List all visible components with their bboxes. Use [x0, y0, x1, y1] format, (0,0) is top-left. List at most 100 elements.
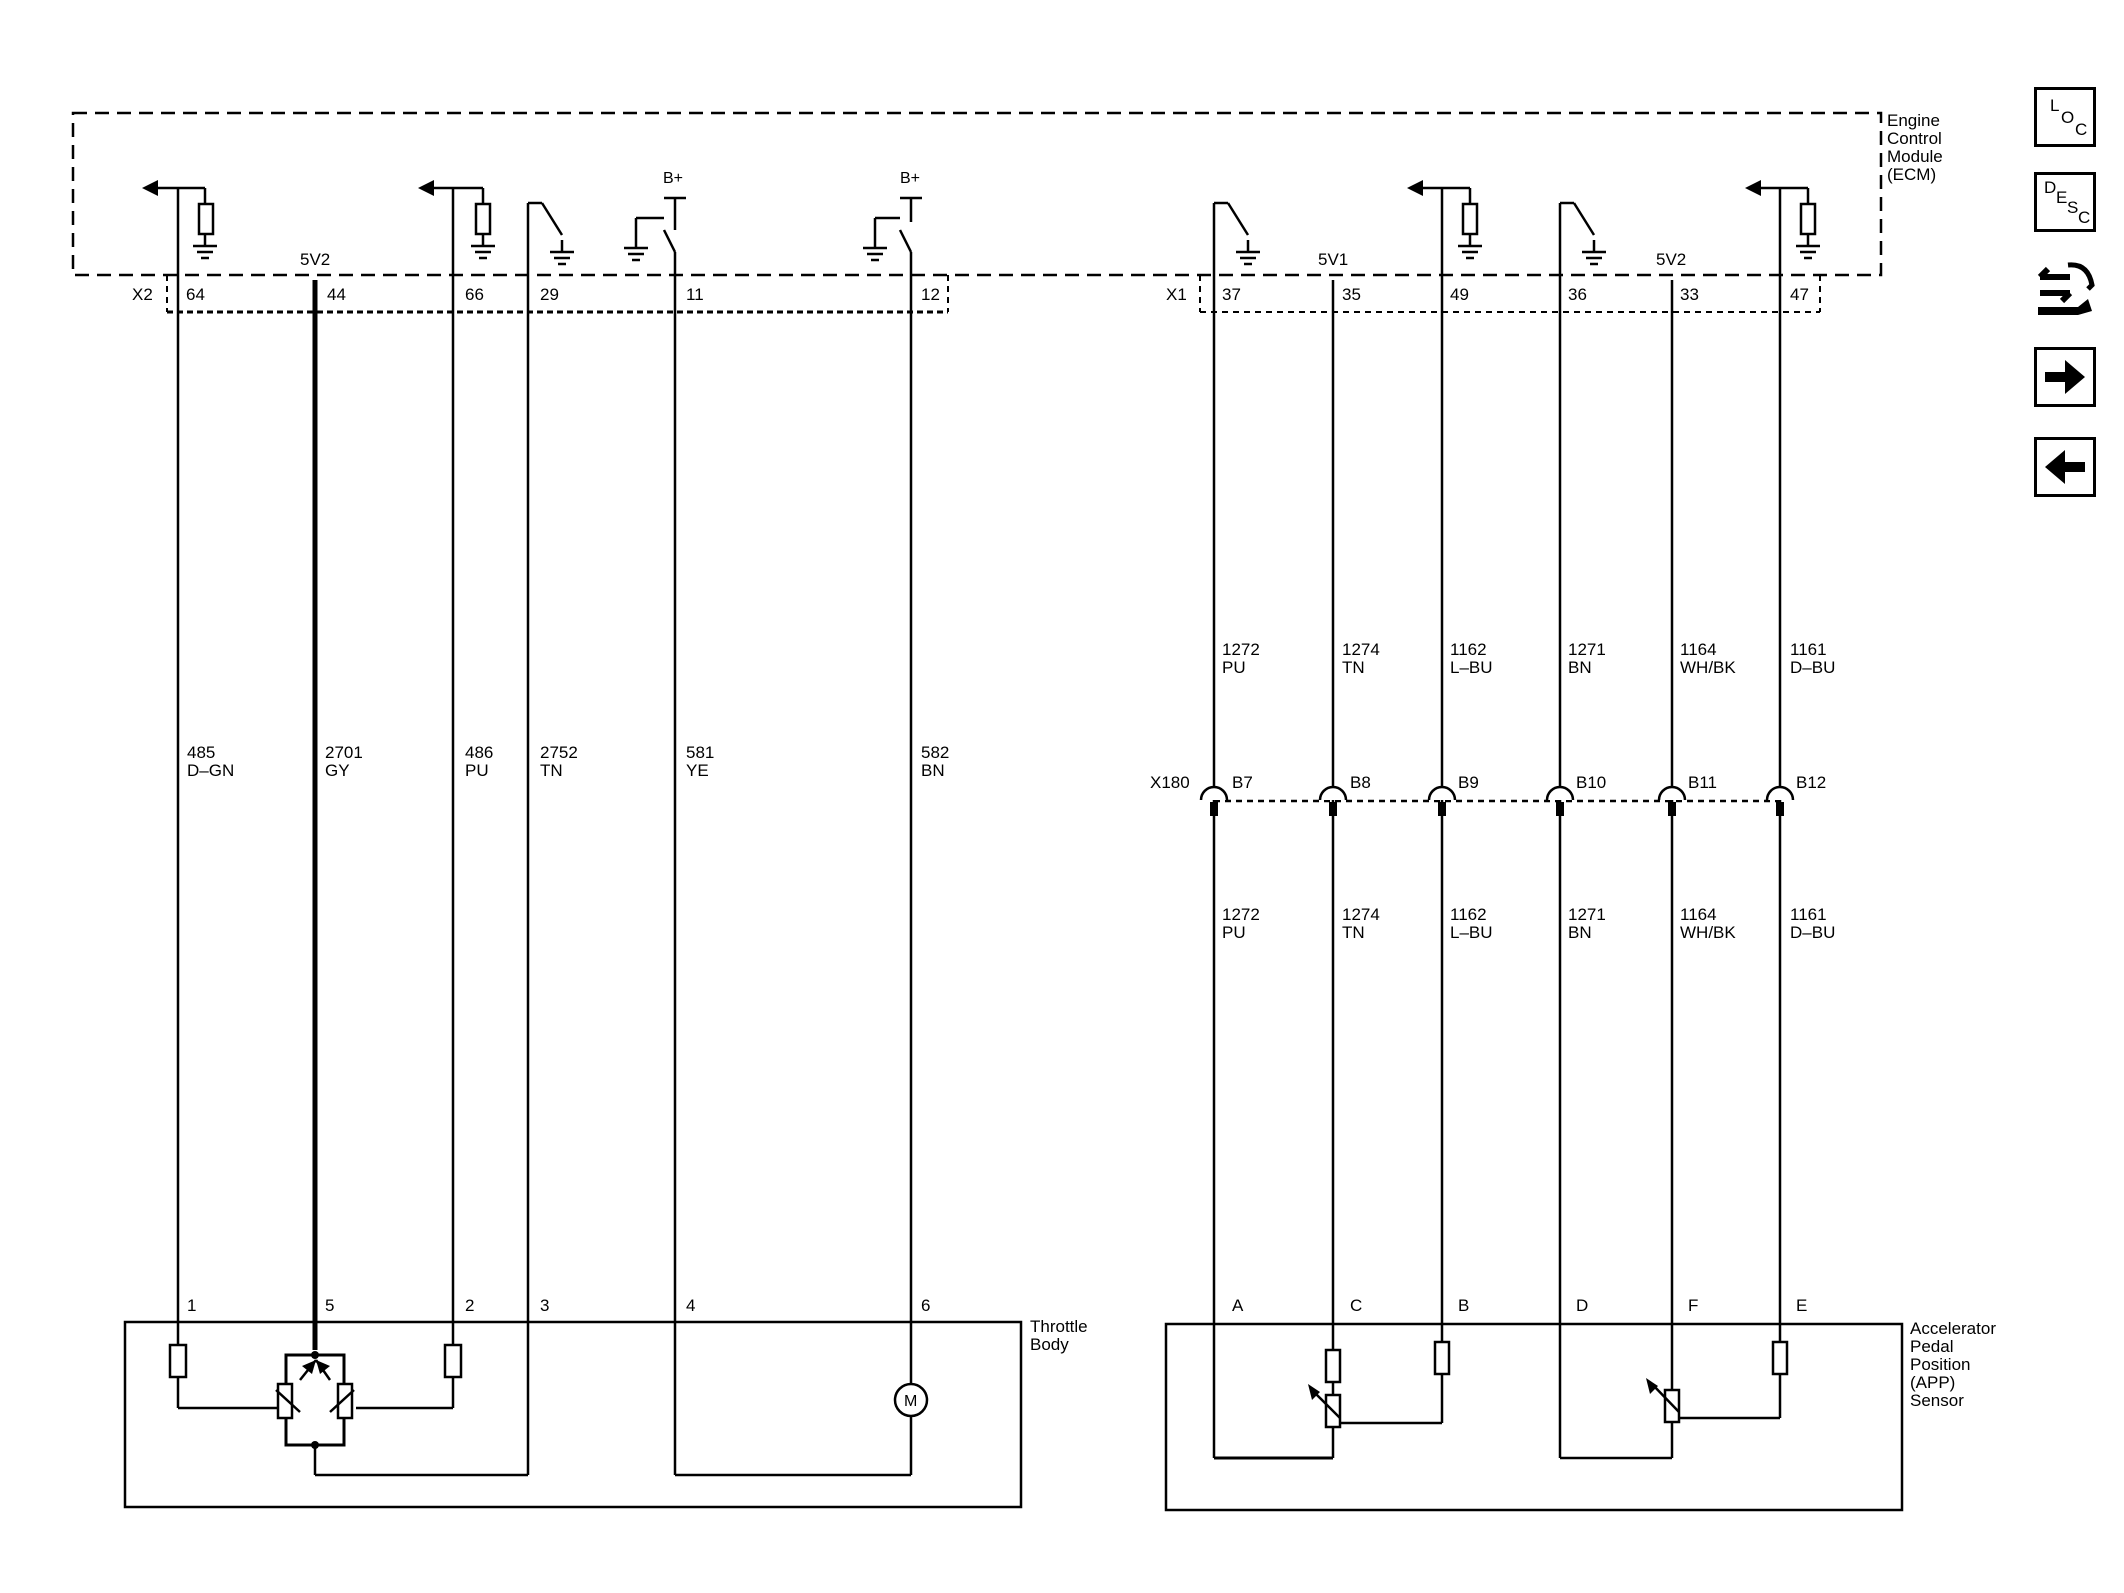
- svg-text:4: 4: [686, 1296, 695, 1315]
- svg-text:1162: 1162: [1450, 640, 1487, 659]
- svg-text:C: C: [1350, 1296, 1362, 1315]
- svg-text:64: 64: [186, 285, 205, 304]
- desc-d: D: [2044, 178, 2057, 197]
- svg-text:1272: 1272: [1222, 640, 1260, 659]
- svg-text:D: D: [1576, 1296, 1588, 1315]
- connector-x2: X2 64 44 66 29 11 12: [132, 275, 949, 314]
- svg-text:Throttle: Throttle: [1030, 1317, 1088, 1336]
- svg-text:1272: 1272: [1222, 905, 1260, 924]
- svg-text:5: 5: [325, 1296, 334, 1315]
- svg-text:29: 29: [540, 285, 559, 304]
- arrow-left-icon: [2045, 450, 2085, 484]
- svg-text:1271: 1271: [1568, 640, 1606, 659]
- svg-text:A: A: [1232, 1296, 1244, 1315]
- svg-text:PU: PU: [1222, 658, 1246, 677]
- svg-text:BN: BN: [1568, 923, 1592, 942]
- ecm-input-49: [1407, 180, 1484, 1342]
- svg-text:B7: B7: [1232, 773, 1253, 792]
- throttle-body: Throttle Body 1 5 2 3 4 6 M: [123, 1296, 1088, 1509]
- ecm-input-64: [142, 180, 219, 1315]
- ecm-motor-driver-11: B+: [622, 170, 686, 1475]
- svg-text:D–GN: D–GN: [187, 761, 234, 780]
- svg-text:2: 2: [465, 1296, 474, 1315]
- svg-text:B11: B11: [1688, 773, 1717, 792]
- ecm-low-ref-37: [1212, 201, 1262, 1458]
- svg-text:L–BU: L–BU: [1450, 923, 1493, 942]
- svg-text:D–BU: D–BU: [1790, 923, 1835, 942]
- svg-text:Sensor: Sensor: [1910, 1391, 1964, 1410]
- svg-text:(APP): (APP): [1910, 1373, 1955, 1392]
- ref-5v2-left: 5V2: [300, 250, 330, 269]
- svg-text:3: 3: [540, 1296, 549, 1315]
- svg-text:Body: Body: [1030, 1335, 1069, 1354]
- throttle-wire-labels: 485 D–GN 2701 GY 486 PU 2752 TN 581 YE 5…: [187, 743, 949, 780]
- svg-text:44: 44: [327, 285, 346, 304]
- svg-text:1162: 1162: [1450, 905, 1487, 924]
- svg-text:B+: B+: [663, 170, 683, 187]
- ecm-input-47: [1745, 180, 1822, 1342]
- svg-text:X1: X1: [1166, 285, 1187, 304]
- svg-text:M: M: [904, 1393, 917, 1410]
- svg-text:1274: 1274: [1342, 905, 1380, 924]
- back-button[interactable]: [2034, 437, 2096, 497]
- svg-text:486: 486: [465, 743, 493, 762]
- svg-text:F: F: [1688, 1296, 1698, 1315]
- svg-text:1: 1: [187, 1296, 196, 1315]
- ref-5v1: 5V1: [1318, 250, 1348, 269]
- svg-text:GY: GY: [325, 761, 350, 780]
- arrow-right-icon: [2045, 360, 2085, 394]
- svg-text:(ECM): (ECM): [1887, 165, 1936, 184]
- svg-text:2701: 2701: [325, 743, 363, 762]
- svg-text:1271: 1271: [1568, 905, 1606, 924]
- svg-text:Module: Module: [1887, 147, 1943, 166]
- ecm-box: [71, 111, 1883, 277]
- svg-text:WH/BK: WH/BK: [1680, 923, 1736, 942]
- svg-text:6: 6: [921, 1296, 930, 1315]
- svg-text:485: 485: [187, 743, 215, 762]
- svg-text:B: B: [1458, 1296, 1469, 1315]
- ecm-low-ref-36: [1558, 201, 1608, 1458]
- next-button[interactable]: [2034, 347, 2096, 407]
- location-button[interactable]: L O C: [2034, 87, 2096, 147]
- desc-e: E: [2056, 188, 2068, 207]
- svg-text:BN: BN: [1568, 658, 1592, 677]
- svg-text:Engine: Engine: [1887, 111, 1940, 130]
- ref-5v2-right: 5V2: [1656, 250, 1686, 269]
- loc-o: O: [2061, 108, 2075, 127]
- svg-text:B12: B12: [1796, 773, 1826, 792]
- svg-text:Position: Position: [1910, 1355, 1970, 1374]
- desc-s: S: [2067, 198, 2079, 217]
- loc-l: L: [2050, 96, 2060, 115]
- svg-text:B+: B+: [900, 170, 920, 187]
- svg-text:1164: 1164: [1680, 640, 1717, 659]
- svg-text:BN: BN: [921, 761, 945, 780]
- svg-text:47: 47: [1790, 285, 1809, 304]
- ecm-motor-driver-12: B+: [861, 170, 922, 1475]
- ecm-label: Engine Control Module (ECM): [1887, 111, 1943, 184]
- svg-text:TN: TN: [1342, 658, 1365, 677]
- svg-text:35: 35: [1342, 285, 1361, 304]
- svg-text:66: 66: [465, 285, 484, 304]
- app-sensor: Accelerator Pedal Position (APP) Sensor …: [1164, 1296, 1996, 1512]
- connector-x1: X1 37 35 49 36 33 47: [1166, 275, 1821, 313]
- svg-text:1161: 1161: [1790, 640, 1827, 659]
- svg-text:Control: Control: [1887, 129, 1942, 148]
- svg-text:1161: 1161: [1790, 905, 1827, 924]
- svg-text:12: 12: [921, 285, 940, 304]
- connector-tools-icon[interactable]: [2030, 255, 2100, 325]
- svg-text:TN: TN: [540, 761, 563, 780]
- app-wire-labels-upper: 1272 PU 1274 TN 1162 L–BU 1271 BN 1164 W…: [1222, 640, 1835, 677]
- ecm-low-ref-29: [526, 201, 576, 1475]
- svg-text:YE: YE: [686, 761, 709, 780]
- svg-text:E: E: [1796, 1296, 1807, 1315]
- svg-text:L–BU: L–BU: [1450, 658, 1493, 677]
- svg-text:37: 37: [1222, 285, 1241, 304]
- svg-text:WH/BK: WH/BK: [1680, 658, 1736, 677]
- connector-x180: X180 B7 B8 B9 B10 B11 B12: [1150, 773, 1826, 816]
- app-wire-labels-lower: 1272 PU 1274 TN 1162 L–BU 1271 BN 1164 W…: [1222, 905, 1835, 942]
- loc-c: C: [2075, 120, 2088, 139]
- svg-text:X2: X2: [132, 285, 153, 304]
- svg-text:582: 582: [921, 743, 949, 762]
- description-button[interactable]: D E S C: [2034, 172, 2096, 232]
